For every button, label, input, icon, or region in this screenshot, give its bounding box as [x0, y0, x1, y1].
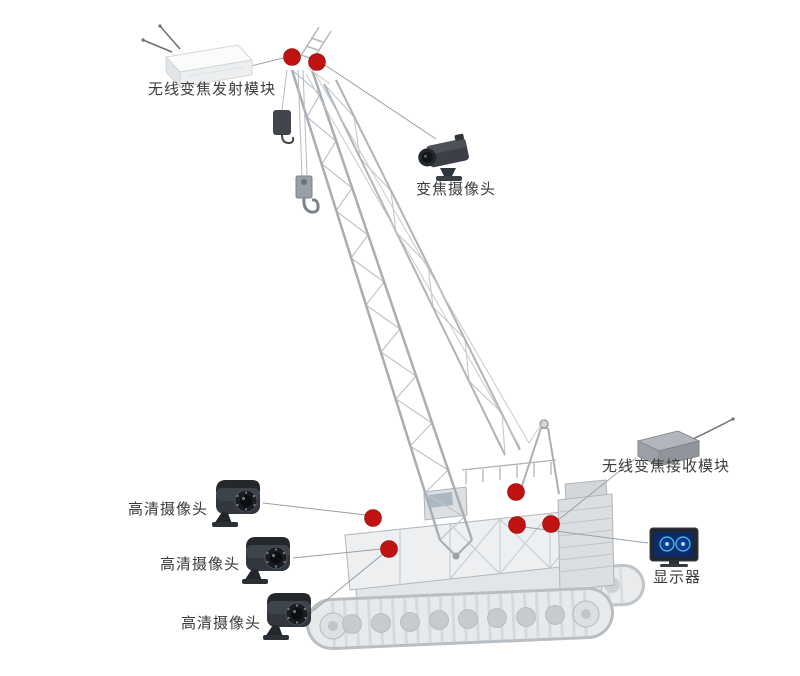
deck-railing [461, 459, 557, 484]
pendant-cables [305, 67, 545, 448]
crawler-track-front [306, 587, 614, 650]
marker-dot-body-lower [380, 540, 398, 558]
receiver-label: 无线变焦接收模块 [602, 458, 731, 475]
marker-dot-body-left [364, 509, 382, 527]
receiver-module-icon [636, 417, 735, 467]
monitor-label: 显示器 [653, 569, 702, 586]
zoom-camera-icon [418, 133, 469, 181]
marker-dots [283, 48, 560, 558]
leader-hd-camera-2 [292, 548, 382, 559]
transmitter-label: 无线变焦发射模块 [148, 81, 277, 98]
marker-dot-boom-tip-right [308, 53, 326, 71]
leader-receiver [556, 457, 637, 522]
counterweight [557, 479, 615, 592]
hd-camera-3-icon [262, 592, 312, 641]
hd-camera-2-icon [241, 536, 291, 585]
hd-camera-1-label: 高清摄像头 [128, 501, 209, 518]
leader-hd-camera-3 [312, 553, 384, 612]
leader-hd-camera-1 [262, 502, 367, 516]
mast-lattice [323, 79, 521, 456]
marker-dot-body-right [542, 515, 560, 533]
marker-dot-body-center [508, 516, 526, 534]
leader-transmitter [246, 57, 284, 68]
gantry-frame [519, 419, 560, 495]
hd-camera-1-icon [211, 479, 261, 528]
hd-camera-2-label: 高清摄像头 [160, 556, 241, 573]
hook-and-ropes [273, 69, 320, 214]
marker-dot-boom-tip-left [283, 48, 301, 66]
leader-zoom-camera [324, 64, 437, 140]
transmitter-module-icon [141, 24, 254, 89]
hd-camera-3-label: 高清摄像头 [181, 615, 262, 632]
marker-dot-deck-upper [507, 483, 525, 501]
monitor-icon [649, 527, 699, 567]
zoom-camera-label: 变焦摄像头 [416, 181, 497, 198]
main-boom-lattice [290, 69, 474, 560]
